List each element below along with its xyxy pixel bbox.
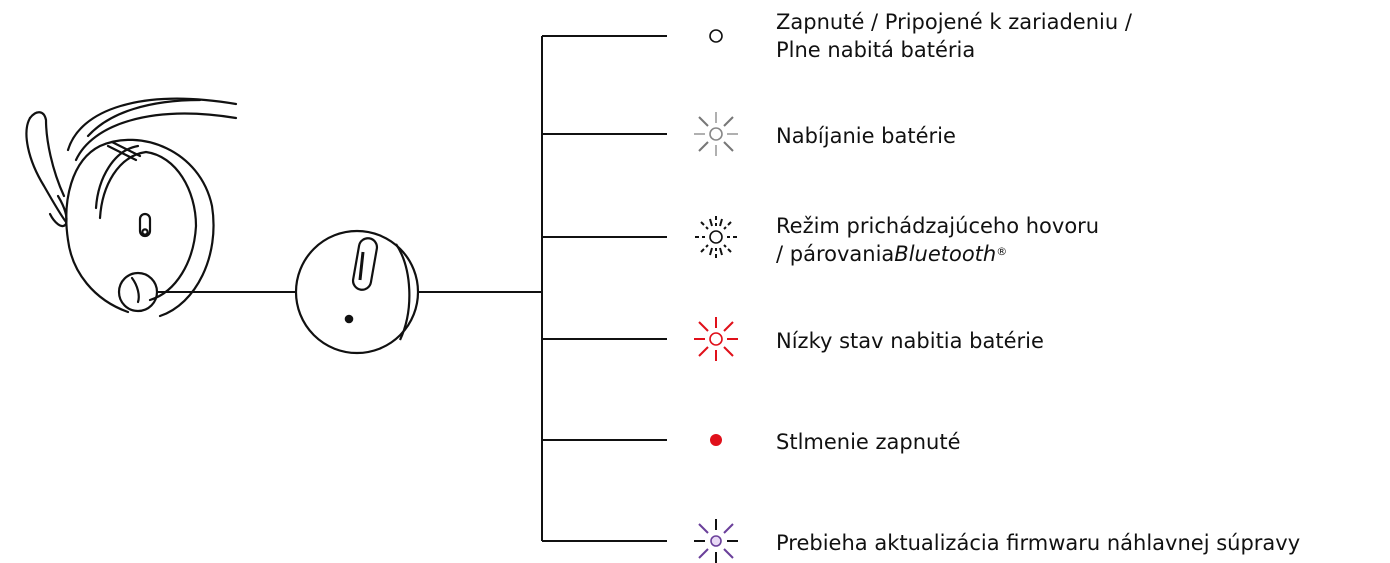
label-on: Zapnuté / Pripojené k zariadeniu / Plne …: [776, 8, 1132, 64]
blinking-red-light-icon: [694, 317, 738, 361]
bracket: [541, 35, 667, 542]
pulsing-white-light-icon: [694, 112, 738, 156]
fast-blinking-white-light-icon: [695, 216, 737, 258]
label-pairing-bluetooth: Bluetooth: [894, 242, 997, 266]
label-firmware: Prebieha aktualizácia firmwaru náhlavnej…: [776, 529, 1300, 557]
led-zoom-circle: [294, 229, 420, 355]
blinking-purple-light-icon: [694, 519, 738, 563]
label-charging: Nabíjanie batérie: [776, 122, 956, 150]
hollow-circle-icon: [709, 29, 723, 43]
label-on-line2: Plne nabitá batéria: [776, 38, 976, 62]
label-charging-line1: Nabíjanie batérie: [776, 124, 956, 148]
label-mute: Stlmenie zapnuté: [776, 428, 961, 456]
label-pairing-prefix: / párovania: [776, 242, 895, 266]
label-pairing-registered: ®: [996, 245, 1008, 258]
label-mute-line1: Stlmenie zapnuté: [776, 430, 961, 454]
label-firmware-line1: Prebieha aktualizácia firmwaru náhlavnej…: [776, 531, 1301, 555]
label-on-line1: Zapnuté / Pripojené k zariadeniu /: [776, 10, 1132, 34]
label-pairing-line2: / párovaniaBluetooth®: [776, 240, 1099, 268]
label-pairing: Režim prichádzajúceho hovoru / párovania…: [776, 212, 1099, 268]
label-pairing-line1: Režim prichádzajúceho hovoru: [776, 214, 1100, 238]
label-low-battery: Nízky stav nabitia batérie: [776, 327, 1044, 355]
label-low-battery-line1: Nízky stav nabitia batérie: [776, 329, 1044, 353]
headset-illustration: [25, 97, 238, 318]
solid-red-dot-icon: [710, 434, 722, 446]
